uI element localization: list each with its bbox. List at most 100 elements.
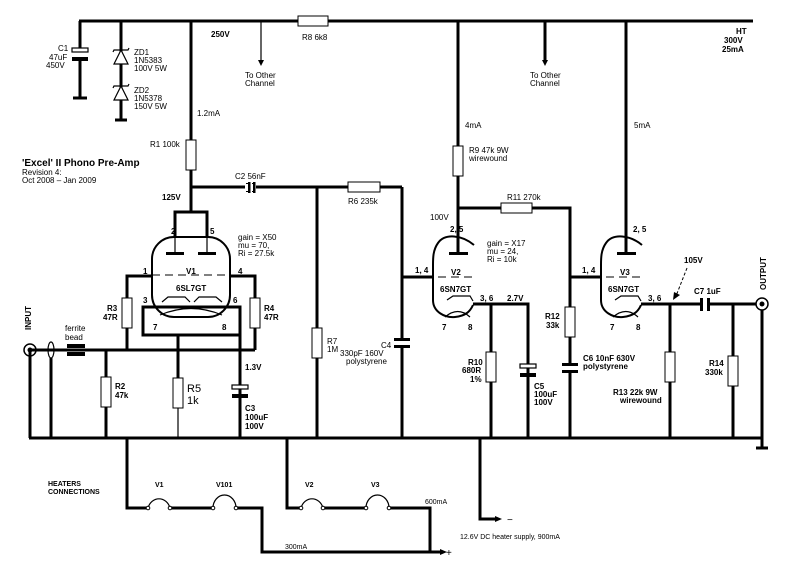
v2-cathode-voltage: 2.7V xyxy=(507,294,524,303)
resistor-r7 xyxy=(311,327,323,359)
v1-spec: Ri = 27.5k xyxy=(238,249,275,258)
resistor-r5 xyxy=(172,377,184,409)
input-label: INPUT xyxy=(24,306,33,330)
r3-label: R3 xyxy=(107,304,118,313)
filament-v3-icon xyxy=(363,494,392,511)
ht-current: 25mA xyxy=(722,45,744,54)
zd1-rating: 100V 5W xyxy=(134,64,167,73)
v1-spec: gain = X50 xyxy=(238,233,277,242)
resistor-r8 xyxy=(297,15,329,27)
v3-current: 5mA xyxy=(634,121,651,130)
resistor-r1 xyxy=(185,139,197,171)
other-channel-label: Channel xyxy=(530,79,560,88)
v3-pin: 3, 6 xyxy=(648,294,662,303)
zener-zd1-icon xyxy=(113,48,129,65)
r9-label: R9 47k 9W xyxy=(469,146,509,155)
heater-label-v3: V3 xyxy=(371,482,380,489)
r9-type: wirewound xyxy=(468,154,507,163)
r14-value: 330k xyxy=(705,368,723,377)
v3-pin: 1, 4 xyxy=(582,266,596,275)
r5-label: R5 xyxy=(187,383,201,395)
capacitor-c2 xyxy=(248,182,251,193)
other-channel-label: To Other xyxy=(530,71,561,80)
resistor-r9 xyxy=(452,145,464,177)
v2-type: 6SN7GT xyxy=(440,285,471,294)
resistor-r11 xyxy=(500,202,533,214)
r11-label: R11 270k xyxy=(507,193,542,202)
v1-current: 1.2mA xyxy=(197,109,221,118)
c6-label: C6 10nF 630V xyxy=(583,354,636,363)
heater-label-v101: V101 xyxy=(216,482,232,489)
v2-pin: 8 xyxy=(468,323,473,332)
resistor-r3 xyxy=(121,297,133,329)
zd2-part: 1N5378 xyxy=(134,94,163,103)
capacitor-c7 xyxy=(700,298,703,311)
filament-v101-icon xyxy=(210,494,239,511)
v1-pin: 8 xyxy=(222,323,227,332)
r2-label: R2 xyxy=(115,382,126,391)
r1-label: R1 100k xyxy=(150,140,181,149)
v250-label: 250V xyxy=(211,30,230,39)
r7-label: R7 xyxy=(327,337,338,346)
heater-label-v1: V1 xyxy=(155,482,164,489)
zd1-part: 1N5383 xyxy=(134,56,163,65)
r10-value: 680R xyxy=(462,366,481,375)
resistor-r2 xyxy=(100,376,112,408)
capacitor-c6 xyxy=(562,363,578,366)
zener-zd2-icon xyxy=(113,84,129,101)
filament-v1-icon xyxy=(145,498,173,511)
r12-value: 33k xyxy=(546,321,560,330)
other-channel-label: Channel xyxy=(245,79,275,88)
heater-label-v2: V2 xyxy=(305,482,314,489)
ht-rail xyxy=(79,15,753,27)
revision-dates: Oct 2008 – Jan 2009 xyxy=(22,176,97,185)
r12-label: R12 xyxy=(545,312,560,321)
ht-voltage: 300V xyxy=(724,36,743,45)
c4-label: C4 xyxy=(381,341,392,350)
v2-spec: mu = 24, xyxy=(487,247,518,256)
resistor-r14 xyxy=(727,355,739,387)
v1-pin: 2 xyxy=(171,227,176,236)
c3-voltage: 100V xyxy=(245,422,264,431)
heater-current-b: 600mA xyxy=(425,499,448,506)
capacitor-c5 xyxy=(519,363,537,369)
c5-value: 100uF xyxy=(534,390,557,399)
v1-type: 6SL7GT xyxy=(176,284,206,293)
heaters-label: HEATERS xyxy=(48,481,81,488)
resistor-r12 xyxy=(564,306,576,338)
v1-anode-voltage: 125V xyxy=(162,193,181,202)
r10-label: R10 xyxy=(468,358,483,367)
v2-anode-voltage: 100V xyxy=(430,213,449,222)
ferrite-label: bead xyxy=(65,333,83,342)
output-jack[interactable] xyxy=(755,297,769,311)
to-other-channel-arrow-2 xyxy=(542,21,548,66)
r8-label: R8 6k8 xyxy=(302,33,328,42)
heater-plus: + xyxy=(446,548,452,559)
c7-label: C7 1uF xyxy=(694,287,721,296)
v1-pin: 7 xyxy=(153,323,158,332)
r7-value: 1M xyxy=(327,345,338,354)
v3-pin: 8 xyxy=(636,323,641,332)
c1-value: 47uF xyxy=(49,53,67,62)
c1-voltage: 450V xyxy=(46,61,65,70)
tube-v1 xyxy=(151,210,231,318)
c5-label: C5 xyxy=(534,382,545,391)
filament-v2-icon xyxy=(298,498,326,511)
resistor-r4 xyxy=(249,297,261,329)
r6-label: R6 235k xyxy=(348,197,379,206)
c3-value: 100uF xyxy=(245,413,268,422)
capacitor-c4 xyxy=(394,338,410,341)
v2-current: 4mA xyxy=(465,121,482,130)
revision: Revision 4: xyxy=(22,168,62,177)
v2-pin: 1, 4 xyxy=(415,266,429,275)
voltage-pointer-arrow xyxy=(675,267,688,297)
v1-spec: mu = 70, xyxy=(238,241,269,250)
resistor-r6 xyxy=(347,181,381,193)
v1-name: V1 xyxy=(186,267,196,276)
capacitor-c1 xyxy=(71,21,89,100)
tube-v3 xyxy=(600,235,643,319)
c1-label: C1 xyxy=(58,44,69,53)
tube-v2 xyxy=(432,235,475,319)
r13-type: wirewound xyxy=(619,396,662,405)
